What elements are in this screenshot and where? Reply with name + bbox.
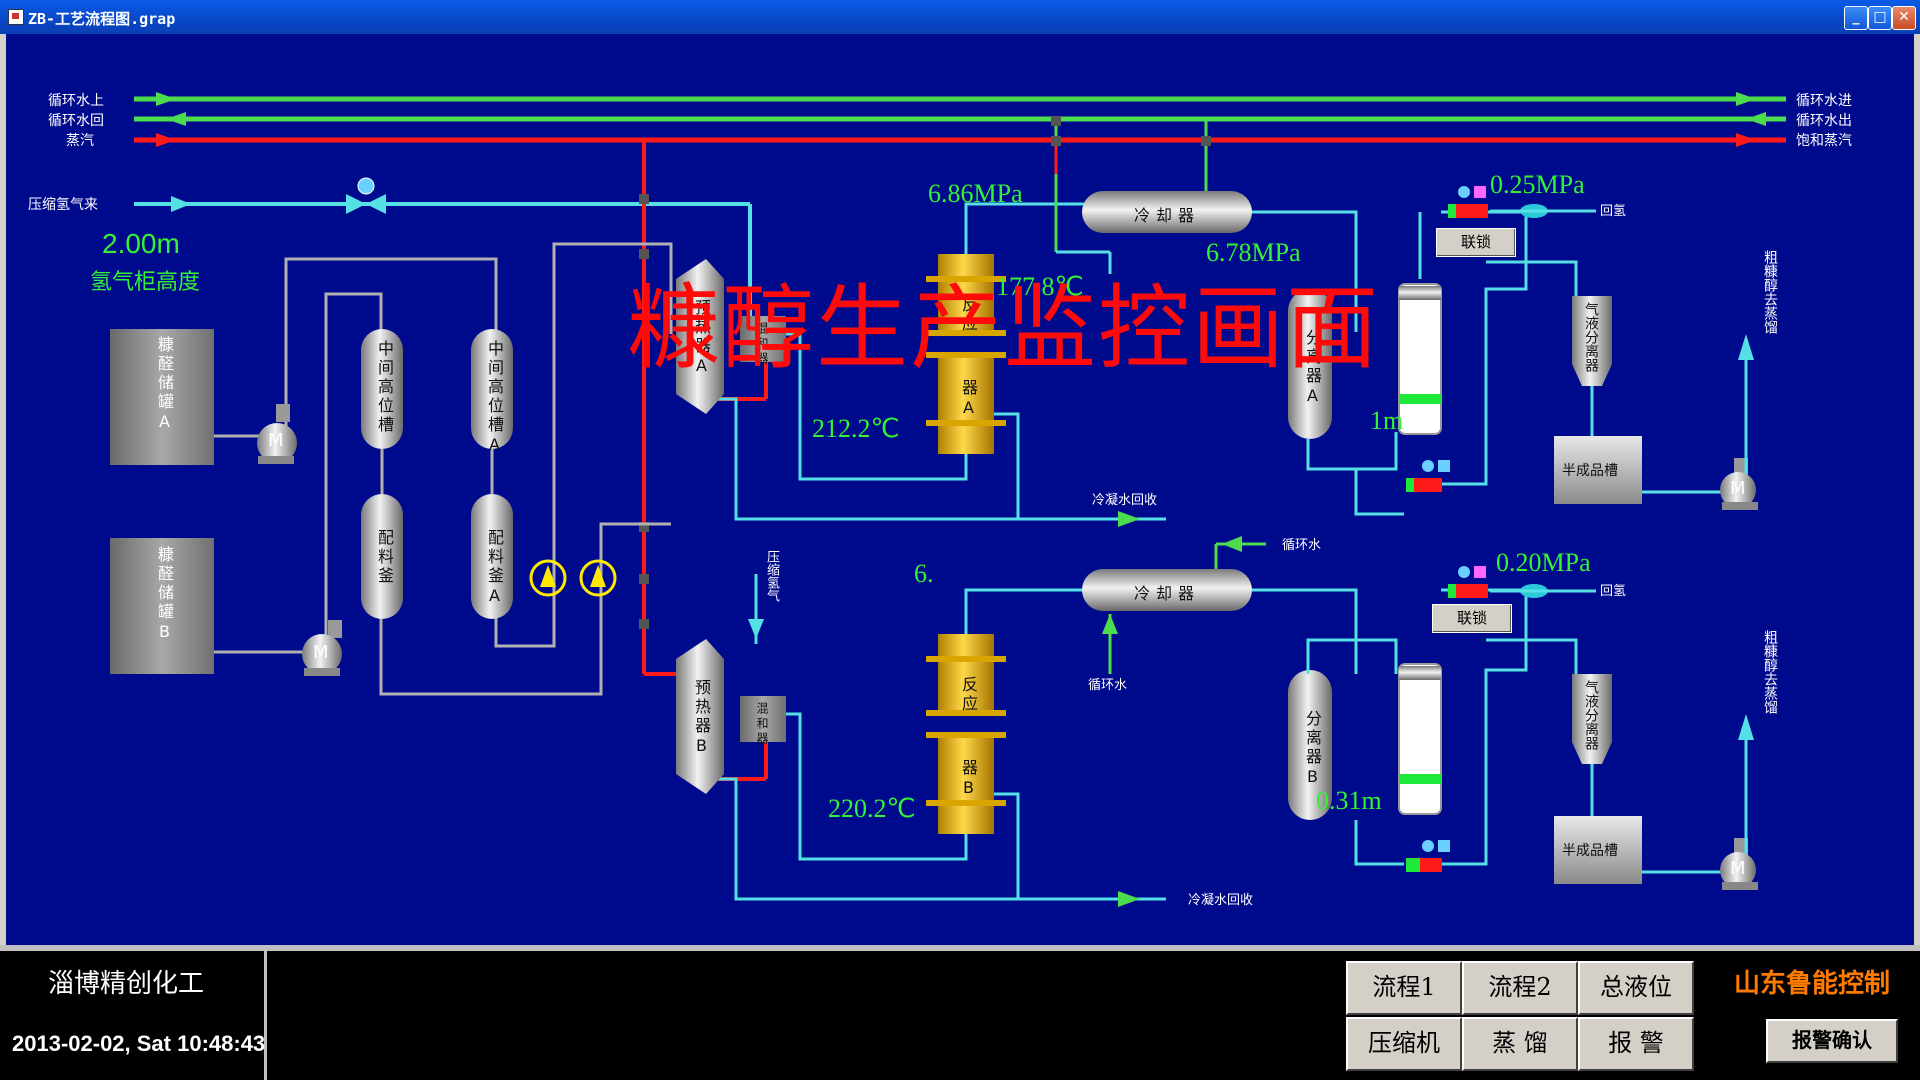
screen-title: 糠醇生产监控画面	[628, 275, 1381, 382]
pump-d-label: M	[1730, 858, 1746, 879]
close-button[interactable]: ✕	[1892, 6, 1916, 30]
pressure-cooler-a: 6.78MPa	[1206, 238, 1301, 267]
cooler-a-shape	[1082, 191, 1252, 233]
level-sep-a: 1m	[1370, 406, 1404, 435]
gl-separator-b-shape	[1572, 674, 1612, 764]
gl-separator-b-label: 气液分离器	[1583, 680, 1599, 750]
preheater-b-label: 预热器B	[692, 679, 711, 758]
semi-product-a-shape	[1554, 436, 1642, 504]
date-time: 2013-02-02, Sat 10:48:43	[12, 1031, 266, 1056]
cw-b2-label: 循环水	[1088, 678, 1128, 693]
mix-tank-2-label: 配料釜A	[485, 529, 504, 608]
cooler-b-shape	[1082, 569, 1252, 611]
reactor-b-shape	[926, 634, 1006, 834]
label-h2-in: 压缩氢气来	[28, 197, 98, 213]
semi-product-b-label: 半成品槽	[1562, 843, 1618, 859]
pressure-hr-b: 0.20MPa	[1496, 548, 1591, 577]
cw-b-label: 循环水	[1282, 538, 1322, 553]
gl-separator-a-shape	[1572, 296, 1612, 386]
mixer-a-label: 混和器	[755, 322, 769, 367]
interlock-b-button[interactable]: 联锁	[1432, 604, 1512, 633]
label-cw-return: 循环水回	[48, 113, 104, 129]
distillation-button[interactable]: 蒸 馏	[1462, 1017, 1578, 1071]
pressure-reactor-b: 6.	[914, 559, 934, 588]
h2-return-b-label: 回氢	[1600, 584, 1627, 599]
window-titlebar: ZB-工艺流程图.grap _ □ ✕	[0, 0, 1920, 34]
maximize-button[interactable]: □	[1868, 6, 1892, 30]
process-canvas: 循环水上 循环水回 蒸汽 循环水进 循环水出 饱和蒸汽 压缩氢气来 2.00m …	[6, 34, 1914, 945]
level-bar-b-icon	[1399, 774, 1441, 784]
preheater-a-label: 预热器A	[692, 299, 711, 378]
pump-a-icon	[257, 404, 297, 464]
app-icon	[8, 9, 24, 25]
pressure-reactor-a: 6.86MPa	[928, 179, 1023, 208]
temp-preheat-a: 212.2℃	[812, 414, 900, 443]
mixer-b-label: 混和器	[755, 702, 769, 747]
label-cw-supply: 循环水上	[48, 93, 104, 109]
preheater-b-shape	[676, 639, 724, 794]
feed-pump-2-icon	[579, 559, 617, 597]
feed-pump-1-icon	[529, 559, 567, 597]
brand-name: 山东鲁能控制	[1734, 969, 1891, 999]
condensate-a-label: 冷凝水回收	[1092, 493, 1158, 508]
gl-separator-a-label: 气液分离器	[1583, 302, 1599, 372]
total-level-button[interactable]: 总液位	[1578, 961, 1694, 1015]
minimize-button[interactable]: _	[1844, 6, 1868, 30]
gas-holder-value: 2.00m	[102, 228, 180, 259]
mid-tank-2-label: 中间高位槽A	[485, 340, 504, 457]
reactor-a-top-label: 反应	[959, 296, 978, 334]
condensate-b-label: 冷凝水回收	[1188, 893, 1254, 908]
mixer-b-shape	[740, 696, 786, 742]
reactor-b-bottom-label: 器B	[959, 759, 978, 800]
process-diagram	[110, 92, 1786, 907]
label-cw-out-right: 循环水出	[1796, 113, 1852, 129]
level-sep-b: 0.31m	[1316, 786, 1382, 815]
compressor-button[interactable]: 压缩机	[1346, 1017, 1462, 1071]
alarm-ack-button[interactable]: 报警确认	[1766, 1019, 1898, 1063]
tank-b-label: 糠醛储罐B	[155, 546, 174, 644]
reactor-b-top-label: 反应	[959, 676, 978, 714]
window-title: ZB-工艺流程图.grap	[28, 10, 176, 28]
pressure-hr-a: 0.25MPa	[1490, 170, 1585, 199]
pump-b-label: M	[313, 642, 329, 663]
interlock-a-button[interactable]: 联锁	[1436, 228, 1516, 257]
h2-valve-icon	[346, 194, 366, 214]
flow1-button[interactable]: 流程1	[1346, 961, 1462, 1015]
mixer-a-shape	[740, 316, 786, 362]
mix-tank-1-label: 配料釜	[375, 529, 394, 586]
tank-a-shape	[110, 329, 214, 465]
semi-product-a-label: 半成品槽	[1562, 463, 1618, 479]
alarm-button[interactable]: 报 警	[1578, 1017, 1694, 1071]
label-cw-in-right: 循环水进	[1796, 93, 1852, 109]
crude-a-label: 粗糠醇去蒸馏	[1762, 250, 1778, 334]
mid-tank-1-label: 中间高位槽	[375, 340, 394, 435]
temp-reactor-a: 177.8℃	[996, 272, 1084, 301]
tank-b-shape	[110, 538, 214, 674]
pump-a-label: M	[268, 430, 284, 451]
semi-product-b-shape	[1554, 816, 1642, 884]
label-steam: 蒸汽	[66, 133, 94, 149]
tank-a-label: 糠醛储罐A	[155, 336, 174, 434]
preheater-a-shape	[676, 259, 724, 414]
footer-divider	[0, 945, 1920, 951]
footer-bar: 淄博精创化工 2013-02-02, Sat 10:48:43 流程1 流程2 …	[0, 945, 1920, 1080]
separator-a-label: 分离器A	[1303, 329, 1322, 408]
label-steam-right: 饱和蒸汽	[1796, 133, 1852, 149]
crude-b-label: 粗糠醇去蒸馏	[1762, 630, 1778, 714]
cooler-a-label: 冷却器	[1134, 206, 1201, 225]
pump-c-label: M	[1730, 478, 1746, 499]
reactor-a-shape	[926, 254, 1006, 454]
flow2-button[interactable]: 流程2	[1462, 961, 1578, 1015]
h2-return-a-label: 回氢	[1600, 204, 1627, 219]
pump-b-icon	[302, 620, 342, 676]
reactor-a-bottom-label: 器A	[959, 379, 978, 420]
footer-separator	[264, 951, 267, 1080]
company-name: 淄博精创化工	[48, 969, 205, 999]
gas-holder-label: 氢气柜高度	[90, 270, 201, 295]
h2-b-label: 压缩氢气	[764, 550, 779, 602]
level-bar-a-icon	[1399, 394, 1441, 404]
separator-b-label: 分离器B	[1303, 710, 1322, 789]
temp-preheat-b: 220.2℃	[828, 794, 916, 823]
cooler-b-label: 冷却器	[1134, 584, 1201, 603]
